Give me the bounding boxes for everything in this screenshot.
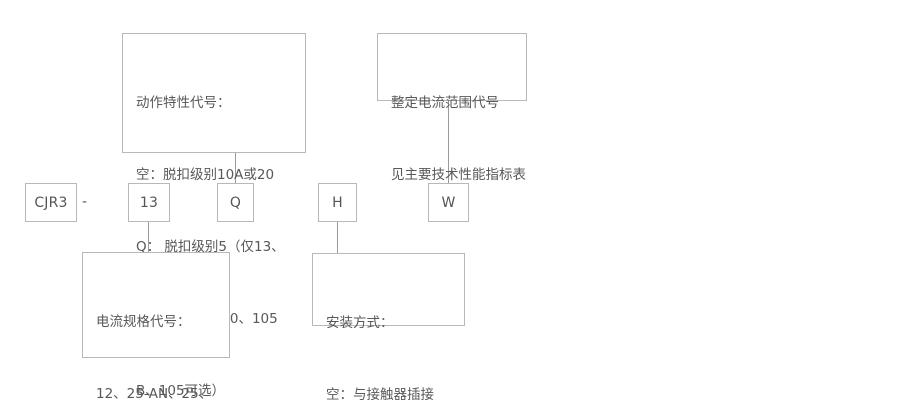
note-current-spec-line-2: 12、25-AN、25、 [96,386,213,400]
note-current-range-line-2: 见主要技术性能指标表 [391,167,526,184]
code-separator-hyphen: - [82,194,88,210]
note-mounting-line-1: 安装方式： [326,315,394,332]
connector-13-to-spec [148,222,149,252]
note-trip-line-1: 动作特性代号： [136,95,231,112]
code-cell-trip-characteristic: Q [217,183,254,222]
code-cell-current-spec: 13 [128,183,170,222]
code-cell-series: CJR3 [25,183,77,222]
note-trip-line-3: Q： 脱扣级别5（仅13、 [136,239,285,256]
note-trip-line-2: 空：脱扣级别10A或20 [136,167,275,184]
connector-trip-to-q [235,153,236,183]
note-mounting-line-2: 空：与接触器插接 [326,387,434,400]
connector-h-to-mounting [337,222,338,253]
note-current-spec: 电流规格代号： 12、25-AN、25、 50、105B、105、 160B、1… [82,252,230,400]
code-cell-mounting: H [318,183,357,222]
note-current-range: 整定电流范围代号 见主要技术性能指标表 [377,33,527,183]
note-current-spec-line-1: 电流规格代号： [96,314,191,331]
code-cell-current-range: W [428,183,469,222]
note-trip-line-5: B、105可选） [136,383,226,400]
note-trip-characteristic: 动作特性代号： 空：脱扣级别10A或20 Q： 脱扣级别5（仅13、 25-AN… [122,33,306,399]
note-current-range-line-1: 整定电流范围代号 [391,95,499,112]
note-mounting-method: 安装方式： 空：与接触器插接 H 独立安装 [312,253,465,400]
connector-range-to-w [448,101,449,183]
